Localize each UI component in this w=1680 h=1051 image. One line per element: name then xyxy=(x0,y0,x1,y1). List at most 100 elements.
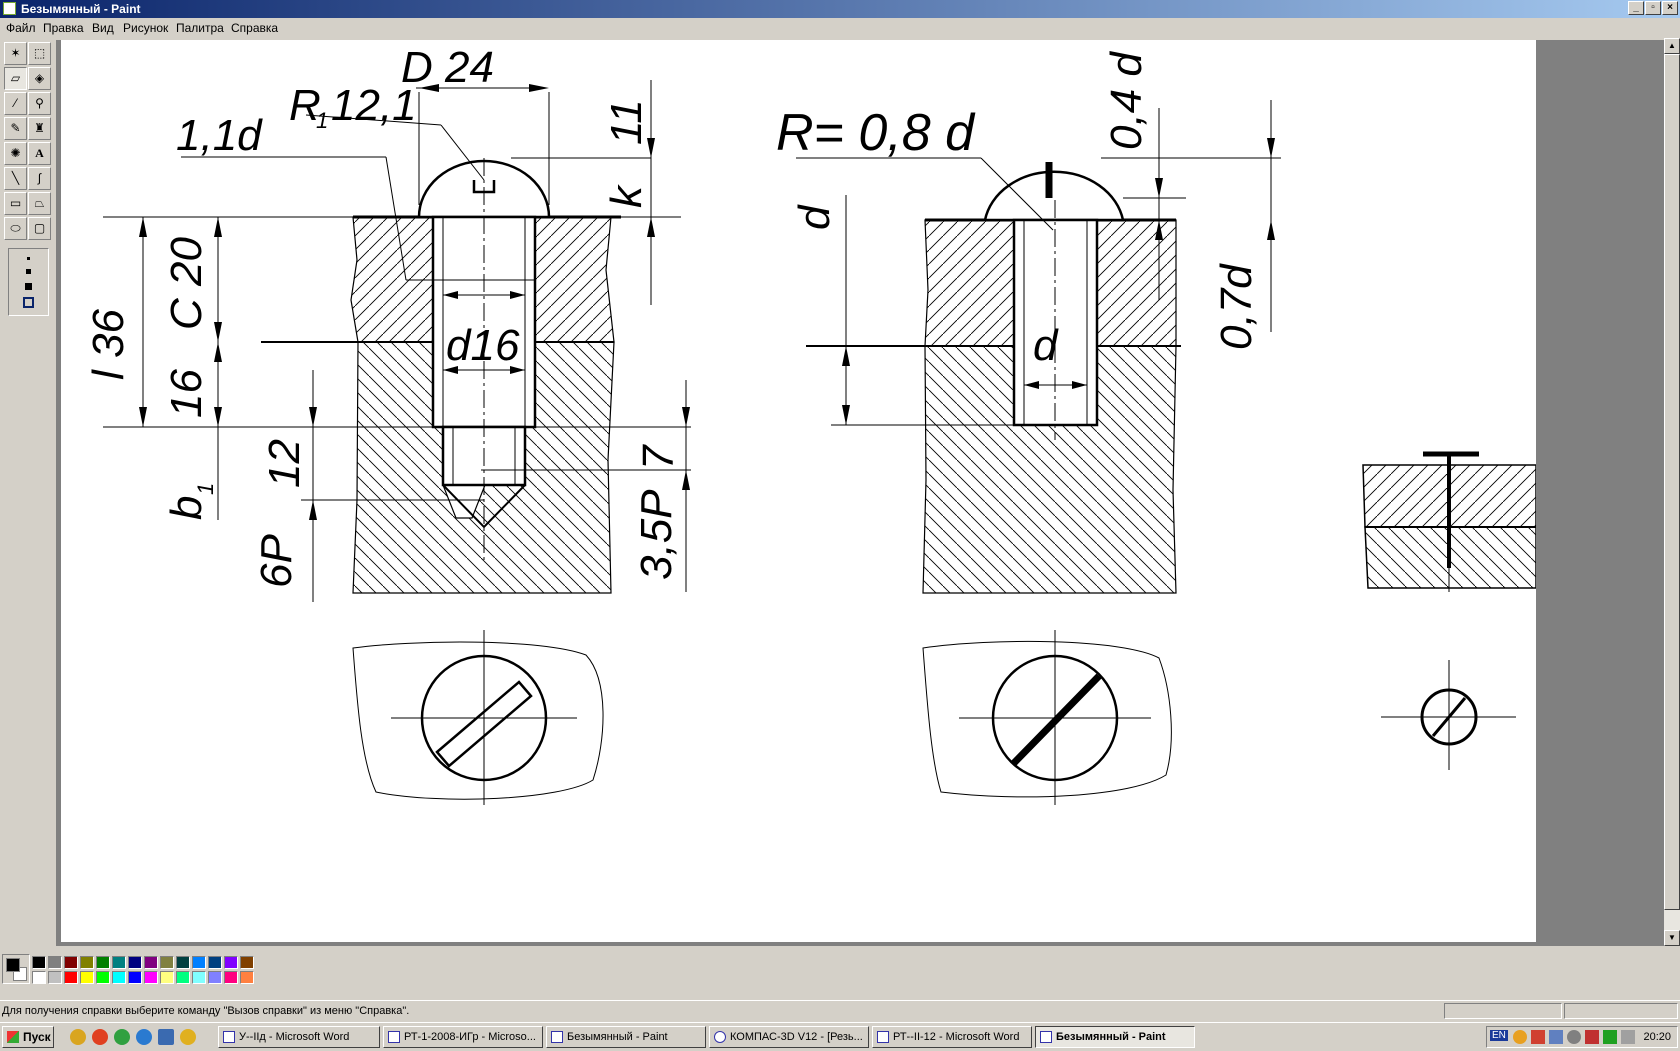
palette-swatch[interactable] xyxy=(48,971,62,984)
vertical-scrollbar[interactable]: ▲ ▼ xyxy=(1664,38,1680,946)
palette-swatch[interactable] xyxy=(128,971,142,984)
label-d-left: d xyxy=(790,204,839,230)
tray-icon-2[interactable] xyxy=(1531,1030,1545,1044)
palette-swatch[interactable] xyxy=(112,956,126,969)
rectangle-tool[interactable]: ▭ xyxy=(4,192,27,215)
tray-icon-4[interactable] xyxy=(1567,1030,1581,1044)
menu-edit[interactable]: Правка xyxy=(43,21,84,35)
close-button[interactable]: × xyxy=(1662,1,1678,15)
drawing-canvas[interactable]: D 24 R 1 12,1 1,1d k 11 l 36 C 20 16 d16… xyxy=(61,40,1536,942)
airbrush-tool[interactable]: ✺ xyxy=(4,142,27,165)
task-kompas[interactable]: КОМПАС-3D V12 - [Резь... xyxy=(709,1026,869,1048)
menu-help[interactable]: Справка xyxy=(231,21,279,35)
tray-flag-icon[interactable] xyxy=(1585,1030,1599,1044)
scroll-up-arrow-icon[interactable]: ▲ xyxy=(1664,38,1680,54)
palette-swatch[interactable] xyxy=(64,971,78,984)
start-button[interactable]: Пуск xyxy=(2,1026,54,1048)
ellipse-tool[interactable]: ⬭ xyxy=(4,217,27,240)
palette-swatch[interactable] xyxy=(176,956,190,969)
taskbar-clock[interactable]: 20:20 xyxy=(1643,1031,1671,1043)
language-indicator[interactable]: EN xyxy=(1490,1030,1508,1041)
palette-swatch[interactable] xyxy=(160,971,174,984)
task-word-1[interactable]: У--IIд - Microsoft Word xyxy=(218,1026,380,1048)
eraser-size-small[interactable] xyxy=(27,257,30,260)
eraser-size-medium[interactable] xyxy=(26,269,31,274)
palette-swatch[interactable] xyxy=(96,956,110,969)
free-select-tool[interactable]: ✶ xyxy=(4,42,27,65)
windows-logo-icon xyxy=(7,1031,19,1043)
scroll-down-arrow-icon[interactable]: ▼ xyxy=(1664,930,1680,946)
palette-swatch[interactable] xyxy=(144,956,158,969)
palette-swatch[interactable] xyxy=(240,956,254,969)
eraser-size-xlarge[interactable] xyxy=(23,297,34,308)
palette-swatch[interactable] xyxy=(32,971,46,984)
menu-file[interactable]: Файл xyxy=(6,21,36,35)
palette-swatch[interactable] xyxy=(80,971,94,984)
maximize-button[interactable]: ▫ xyxy=(1645,1,1661,15)
tray-battery-icon[interactable] xyxy=(1603,1030,1617,1044)
palette-swatch[interactable] xyxy=(144,971,158,984)
task-paint-1[interactable]: Безымянный - Paint xyxy=(546,1026,706,1048)
text-tool[interactable]: A xyxy=(28,142,51,165)
tray-network-icon[interactable] xyxy=(1549,1030,1563,1044)
brush-tool[interactable]: ♜ xyxy=(28,117,51,140)
line-tool[interactable]: ╲ xyxy=(4,167,27,190)
foreground-color[interactable] xyxy=(6,958,20,972)
menu-view[interactable]: Вид xyxy=(92,21,114,35)
rect-select-tool[interactable]: ⬚ xyxy=(28,42,51,65)
palette-swatch[interactable] xyxy=(128,956,142,969)
palette-swatch[interactable] xyxy=(160,956,174,969)
toolbox: ✶ ⬚ ▱ ◈ ⁄ ⚲ ✎ ♜ ✺ A ╲ ∫ ▭ ⏢ ⬭ ▢ xyxy=(2,40,54,946)
label-d24: D 24 xyxy=(401,43,494,92)
magnifier-tool[interactable]: ⚲ xyxy=(28,92,51,115)
status-coords-panel xyxy=(1444,1003,1562,1019)
quicklaunch-browser-icon[interactable] xyxy=(180,1029,196,1045)
palette-swatch[interactable] xyxy=(224,956,238,969)
palette-swatch[interactable] xyxy=(208,971,222,984)
palette-swatch[interactable] xyxy=(64,956,78,969)
palette-swatch[interactable] xyxy=(192,971,206,984)
quicklaunch-ie-icon[interactable] xyxy=(136,1029,152,1045)
palette-swatch[interactable] xyxy=(192,956,206,969)
label-d16: d16 xyxy=(446,321,520,370)
palette-swatch[interactable] xyxy=(112,971,126,984)
scroll-thumb[interactable] xyxy=(1664,54,1680,910)
label-3-5p: 3,5P xyxy=(632,489,681,580)
palette-swatch[interactable] xyxy=(208,956,222,969)
quicklaunch-chrome-icon[interactable] xyxy=(92,1029,108,1045)
minimize-button[interactable]: _ xyxy=(1628,1,1644,15)
current-colors[interactable] xyxy=(2,954,30,984)
eraser-tool[interactable]: ▱ xyxy=(4,67,27,90)
tray-volume-icon[interactable] xyxy=(1621,1030,1635,1044)
word-icon xyxy=(223,1031,235,1043)
quicklaunch-aimp-icon[interactable] xyxy=(70,1029,86,1045)
task-word-3[interactable]: РТ--II-12 - Microsoft Word xyxy=(872,1026,1032,1048)
pencil-tool[interactable]: ✎ xyxy=(4,117,27,140)
paint-app-icon[interactable] xyxy=(3,2,16,15)
label-1-1d: 1,1d xyxy=(176,111,263,160)
quicklaunch-desktop-icon[interactable] xyxy=(158,1029,174,1045)
eraser-size-large[interactable] xyxy=(25,283,32,290)
palette-swatch[interactable] xyxy=(48,956,62,969)
curve-tool[interactable]: ∫ xyxy=(28,167,51,190)
quicklaunch-utorrent-icon[interactable] xyxy=(114,1029,130,1045)
fill-tool[interactable]: ◈ xyxy=(28,67,51,90)
menu-palette[interactable]: Палитра xyxy=(176,21,224,35)
task-word-2[interactable]: РТ-1-2008-ИГр - Microso... xyxy=(383,1026,543,1048)
palette-swatch[interactable] xyxy=(32,956,46,969)
tool-options-panel[interactable] xyxy=(8,248,49,316)
label-0-4d: 0,4 d xyxy=(1102,51,1151,150)
palette-swatch[interactable] xyxy=(176,971,190,984)
palette-swatch[interactable] xyxy=(240,971,254,984)
right-plan-view xyxy=(1381,660,1516,770)
palette-swatch[interactable] xyxy=(96,971,110,984)
palette-swatch[interactable] xyxy=(224,971,238,984)
color-picker-tool[interactable]: ⁄ xyxy=(4,92,27,115)
rounded-rect-tool[interactable]: ▢ xyxy=(28,217,51,240)
polygon-tool[interactable]: ⏢ xyxy=(28,192,51,215)
palette-swatch[interactable] xyxy=(80,956,94,969)
tray-icon-1[interactable] xyxy=(1513,1030,1527,1044)
label-0-7d: 0,7d xyxy=(1212,263,1261,350)
menu-image[interactable]: Рисунок xyxy=(123,21,169,35)
task-paint-active[interactable]: Безымянный - Paint xyxy=(1035,1026,1195,1048)
